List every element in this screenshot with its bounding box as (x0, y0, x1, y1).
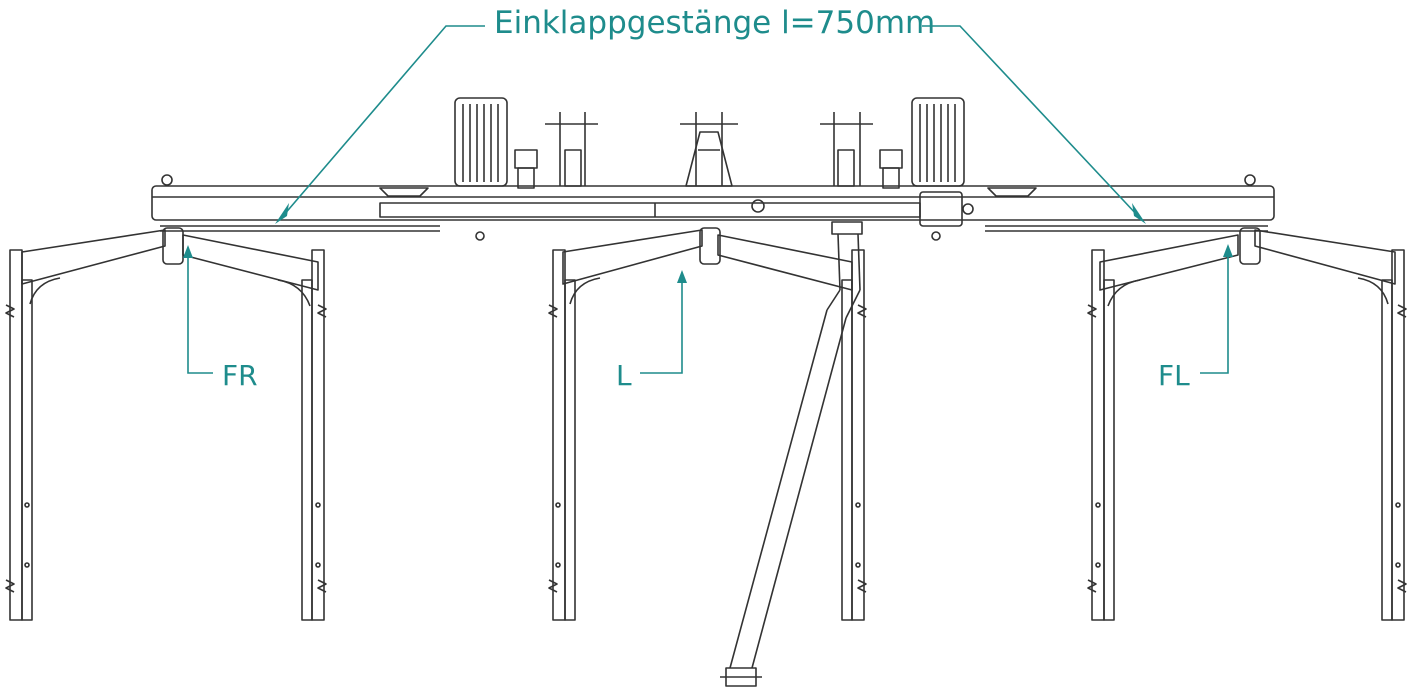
hopper-left (454, 97, 508, 187)
bracket-left (545, 112, 598, 187)
frame-linework (5, 97, 1407, 687)
drawbar (720, 221, 863, 687)
hydraulic-cylinder (379, 202, 921, 218)
front-right-label: FR (222, 359, 258, 392)
arm-system-right (5, 229, 327, 621)
callout-line-l (640, 276, 683, 374)
callout-line-fr (187, 252, 213, 374)
bracket-right (820, 112, 873, 187)
callout-line-title-left (282, 25, 485, 217)
arm-system-left (1087, 229, 1407, 621)
hopper-right (911, 97, 965, 187)
callout-line-fl (1200, 250, 1229, 374)
callout-arrowheads (183, 203, 1233, 283)
callout-line-title-right (922, 25, 1139, 217)
arm-system-center (548, 229, 867, 621)
center-label: L (616, 359, 632, 392)
callout-lines (187, 25, 1229, 374)
front-left-label: FL (1158, 359, 1190, 392)
linkage-title-label: Einklappgestänge l=750mm (494, 5, 936, 41)
bracket-center (680, 112, 738, 187)
